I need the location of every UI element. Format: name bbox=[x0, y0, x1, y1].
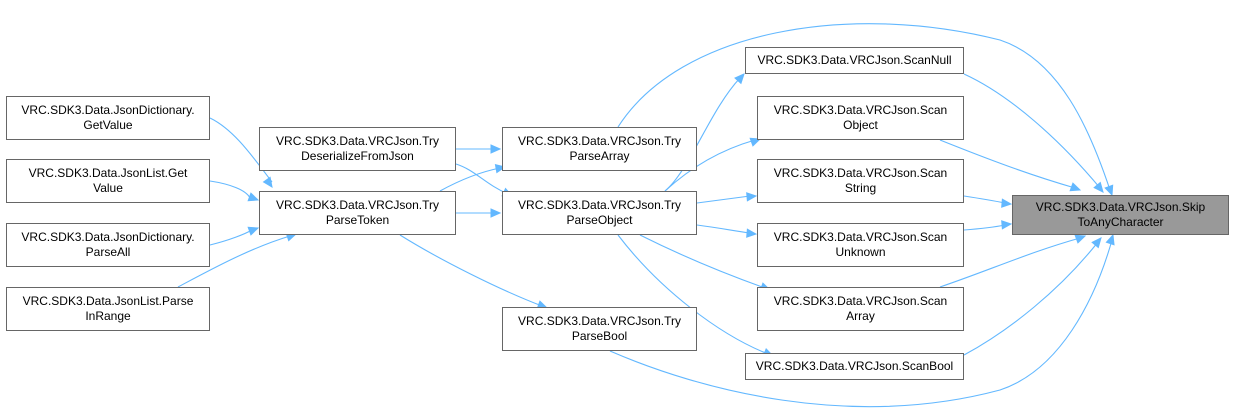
node-label-line1: VRC.SDK3.Data.VRCJson.Scan bbox=[773, 166, 948, 180]
arrowhead-icon bbox=[1105, 233, 1115, 246]
node-scanunknown[interactable]: VRC.SDK3.Data.VRCJson.Scan Unknown bbox=[757, 223, 964, 267]
call-edge bbox=[963, 195, 1006, 204]
arrowhead-icon bbox=[490, 144, 502, 154]
node-label-line1: VRC.SDK3.Data.VRCJson.Try bbox=[518, 314, 681, 328]
node-jsonlist-parseinrange[interactable]: VRC.SDK3.Data.JsonList.Parse InRange bbox=[6, 287, 210, 331]
arrowhead-icon bbox=[1104, 184, 1114, 197]
call-edge bbox=[664, 77, 741, 192]
call-edge bbox=[177, 235, 291, 288]
node-label-line1: VRC.SDK3.Data.VRCJson.Scan bbox=[773, 294, 948, 308]
node-scanarray[interactable]: VRC.SDK3.Data.VRCJson.Scan Array bbox=[757, 287, 964, 331]
call-edge bbox=[209, 117, 273, 183]
call-edge bbox=[639, 234, 766, 289]
node-label-line1: VRC.SDK3.Data.VRCJson.Try bbox=[518, 134, 681, 148]
call-edge bbox=[617, 23, 1111, 191]
arrowhead-icon bbox=[749, 137, 762, 147]
node-label-line1: VRC.SDK3.Data.VRCJson.Try bbox=[276, 198, 439, 212]
call-edge bbox=[439, 167, 501, 192]
node-label-line2: Object bbox=[843, 118, 878, 132]
node-skiptoanycharacter: VRC.SDK3.Data.VRCJson.Skip ToAnyCharacte… bbox=[1012, 195, 1229, 235]
node-label-line1: VRC.SDK3.Data.VRCJson.Scan bbox=[773, 230, 948, 244]
node-tryparsebool[interactable]: VRC.SDK3.Data.VRCJson.Try ParseBool bbox=[502, 307, 697, 351]
arrowhead-icon bbox=[490, 208, 502, 218]
node-label-line2: ParseToken bbox=[325, 213, 390, 227]
node-jsonlist-getvalue[interactable]: VRC.SDK3.Data.JsonList.Get Value bbox=[6, 159, 210, 203]
call-edge bbox=[963, 73, 1101, 189]
arrowhead-icon bbox=[1001, 198, 1013, 208]
call-edge bbox=[609, 239, 1113, 408]
call-edge bbox=[696, 195, 751, 204]
arrowhead-icon bbox=[1069, 182, 1082, 192]
arrowhead-icon bbox=[1093, 181, 1104, 193]
call-edge bbox=[209, 229, 253, 246]
node-jsondictionary-parseall[interactable]: VRC.SDK3.Data.JsonDictionary. ParseAll bbox=[6, 223, 210, 267]
node-label-line2: ParseArray bbox=[569, 149, 630, 163]
call-edge bbox=[963, 224, 1006, 231]
node-label-line1: VRC.SDK3.Data.VRCJson.ScanBool bbox=[755, 359, 954, 373]
node-label-line1: VRC.SDK3.Data.VRCJson.ScanNull bbox=[757, 53, 952, 67]
node-label-line2: InRange bbox=[85, 309, 131, 323]
node-label-line1: VRC.SDK3.Data.VRCJson.Try bbox=[518, 198, 681, 212]
node-scanbool[interactable]: VRC.SDK3.Data.VRCJson.ScanBool bbox=[745, 353, 964, 380]
node-label-line2: ParseAll bbox=[85, 245, 131, 259]
call-edge bbox=[399, 234, 543, 307]
node-scanstring[interactable]: VRC.SDK3.Data.VRCJson.Scan String bbox=[757, 159, 964, 203]
node-label-line2: String bbox=[844, 181, 877, 195]
call-edge bbox=[209, 180, 251, 199]
arrowhead-icon bbox=[746, 228, 758, 238]
arrowhead-icon bbox=[247, 192, 260, 202]
node-jsondictionary-getvalue[interactable]: VRC.SDK3.Data.JsonDictionary. GetValue bbox=[6, 96, 210, 140]
node-label-line2: DeserializeFromJson bbox=[301, 149, 414, 163]
node-label-line2: ParseObject bbox=[566, 213, 633, 227]
node-label-line1: VRC.SDK3.Data.JsonList.Parse bbox=[22, 294, 194, 308]
arrowhead-icon bbox=[262, 176, 273, 189]
node-label-line2: ToAnyCharacter bbox=[1077, 215, 1164, 229]
arrowhead-icon bbox=[746, 192, 758, 202]
node-label-line1: VRC.SDK3.Data.VRCJson.Scan bbox=[773, 103, 948, 117]
arrowhead-icon bbox=[1091, 237, 1102, 249]
call-edge bbox=[963, 241, 1099, 356]
node-tryparseobject[interactable]: VRC.SDK3.Data.VRCJson.Try ParseObject bbox=[502, 191, 697, 235]
call-edge bbox=[939, 139, 1076, 189]
node-label-line1: VRC.SDK3.Data.JsonList.Get bbox=[28, 166, 188, 180]
node-label-line2: ParseBool bbox=[571, 329, 628, 343]
node-trydeserializefromjson[interactable]: VRC.SDK3.Data.VRCJson.Try DeserializeFro… bbox=[259, 127, 456, 171]
arrowhead-icon bbox=[1001, 220, 1013, 230]
node-label-line2: Unknown bbox=[835, 245, 886, 259]
call-edge bbox=[664, 139, 756, 192]
arrowhead-icon bbox=[247, 226, 260, 236]
node-tryparsetoken[interactable]: VRC.SDK3.Data.VRCJson.Try ParseToken bbox=[259, 191, 456, 235]
arrowhead-icon bbox=[1074, 234, 1087, 244]
arrowhead-icon bbox=[734, 73, 745, 85]
node-label-line1: VRC.SDK3.Data.VRCJson.Skip bbox=[1035, 200, 1206, 214]
node-label-line1: VRC.SDK3.Data.VRCJson.Try bbox=[276, 134, 439, 148]
node-label-line2: Array bbox=[846, 309, 875, 323]
node-scannull[interactable]: VRC.SDK3.Data.VRCJson.ScanNull bbox=[745, 47, 964, 74]
node-label-line1: VRC.SDK3.Data.JsonDictionary. bbox=[21, 230, 195, 244]
call-edge bbox=[939, 237, 1081, 288]
node-scanobject[interactable]: VRC.SDK3.Data.VRCJson.Scan Object bbox=[757, 96, 964, 140]
call-edge bbox=[696, 224, 751, 234]
node-tryparsearray[interactable]: VRC.SDK3.Data.VRCJson.Try ParseArray bbox=[502, 127, 697, 171]
node-label-line1: VRC.SDK3.Data.JsonDictionary. bbox=[21, 103, 195, 117]
node-label-line2: GetValue bbox=[83, 118, 133, 132]
node-label-line2: Value bbox=[93, 181, 123, 195]
